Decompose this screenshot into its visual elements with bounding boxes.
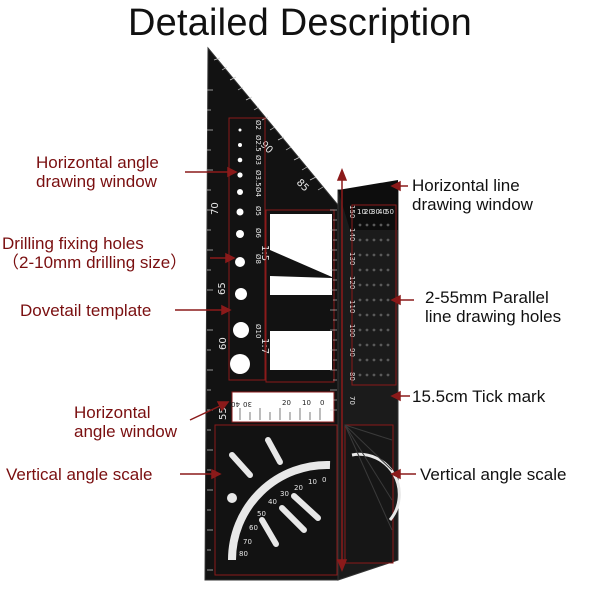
protractor-numbers: 0 10 20 30 40 50 60 70 80 — [239, 476, 326, 558]
svg-text:10: 10 — [308, 478, 317, 486]
svg-text:30: 30 — [243, 400, 252, 408]
svg-text:Ø2.5: Ø2.5 — [254, 135, 262, 152]
ratio-1-5: 1:5 — [259, 245, 270, 261]
svg-text:Ø8: Ø8 — [254, 254, 262, 264]
svg-text:80: 80 — [239, 550, 248, 558]
svg-text:Ø10: Ø10 — [254, 324, 262, 338]
svg-text:Ø3.5: Ø3.5 — [254, 170, 262, 187]
right-angle-panel — [344, 424, 394, 564]
leader-lines — [175, 166, 416, 573]
svg-text:40: 40 — [378, 208, 387, 216]
svg-text:Ø5: Ø5 — [254, 206, 262, 216]
horizontal-window-ticks — [239, 408, 321, 420]
svg-text:40: 40 — [268, 498, 277, 506]
svg-text:70: 70 — [348, 396, 356, 405]
svg-text:20: 20 — [294, 484, 303, 492]
protractor-slots — [229, 437, 321, 547]
svg-text:0: 0 — [322, 476, 326, 484]
horizontal-window-labels: 30 40 20 10 0 — [231, 399, 324, 408]
svg-text:10: 10 — [357, 208, 366, 216]
horizontal-angle-window — [231, 391, 335, 423]
label-horizontal-angle-window: Horizontal angle window — [74, 403, 178, 441]
label-vertical-angle-scale-right: Vertical angle scale — [420, 465, 567, 484]
vertical-ruler — [330, 209, 337, 411]
protractor-arc — [228, 460, 331, 561]
svg-text:60: 60 — [249, 524, 258, 532]
holes-frame — [228, 117, 266, 381]
label-horizontal-line-drawing-window: Horizontal line drawing window — [412, 176, 533, 214]
dovetail-frame — [265, 209, 335, 383]
svg-text:10: 10 — [302, 399, 311, 407]
drilling-holes — [230, 128, 250, 374]
dovetail-windows — [270, 214, 332, 370]
label-parallel-line-drawing-holes: 2-55mm Parallel line drawing holes — [425, 288, 562, 326]
svg-text:Ø2: Ø2 — [254, 120, 262, 130]
diagonal-ticks — [213, 57, 324, 191]
svg-text:20: 20 — [364, 208, 373, 216]
angle-mark-55: 55 — [218, 407, 229, 420]
label-tick-mark: 15.5cm Tick mark — [412, 387, 546, 406]
angle-mark-60: 60 — [218, 337, 229, 350]
svg-text:Ø6: Ø6 — [254, 228, 262, 239]
svg-text:30: 30 — [371, 208, 380, 216]
label-vertical-angle-scale-left: Vertical angle scale — [6, 465, 153, 484]
svg-text:Ø4: Ø4 — [254, 187, 262, 198]
svg-text:0: 0 — [320, 399, 324, 407]
svg-text:20: 20 — [282, 399, 291, 407]
svg-text:Ø3: Ø3 — [254, 155, 262, 165]
right-angle-rays — [344, 424, 393, 531]
svg-text:40: 40 — [231, 400, 240, 408]
angle-mark-70: 70 — [210, 202, 221, 215]
top-row-numbers: 10 20 30 40 50 — [357, 208, 394, 216]
label-drilling-fixing-holes: Drilling fixing holes （2-10mm drilling s… — [2, 234, 188, 272]
ratio-1-7: 1:7 — [259, 338, 270, 354]
svg-text:50: 50 — [385, 208, 394, 216]
parallel-holes-frame — [351, 204, 397, 386]
page-title: Detailed Description — [127, 2, 473, 44]
hole-size-labels: Ø2 Ø2.5 Ø3 Ø3.5 Ø4 Ø5 Ø6 Ø8 Ø10 — [254, 120, 262, 338]
svg-text:30: 30 — [280, 490, 289, 498]
label-horizontal-angle-drawing-window: Horizontal angle drawing window — [36, 153, 159, 191]
svg-text:70: 70 — [243, 538, 252, 546]
label-dovetail-template: Dovetail template — [20, 301, 152, 320]
parallel-line-holes — [358, 223, 390, 377]
svg-text:50: 50 — [257, 510, 266, 518]
angle-mark-65: 65 — [217, 282, 228, 295]
protractor-pivot — [227, 493, 237, 503]
